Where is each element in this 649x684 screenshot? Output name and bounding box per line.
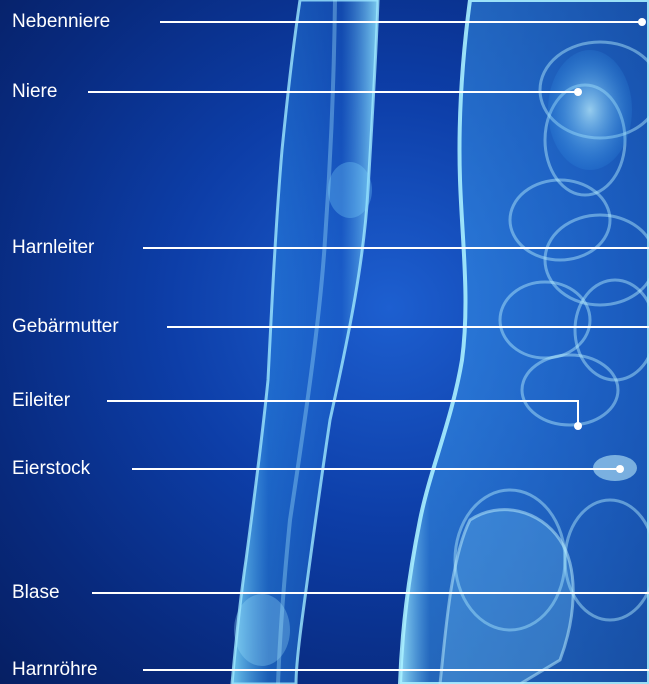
label-harnroehre: Harnröhre [12,659,98,681]
label-niere: Niere [12,81,57,103]
label-eierstock: Eierstock [12,458,90,480]
dot-niere [574,88,582,96]
arm-shape [232,0,378,684]
label-harnleiter: Harnleiter [12,237,94,259]
dot-eileiter [574,422,582,430]
label-nebenniere: Nebenniere [12,11,110,33]
label-eileiter: Eileiter [12,390,70,412]
dot-eierstock [616,465,624,473]
wrist-joint [234,594,290,666]
dot-nebenniere [638,18,646,26]
label-gebaermutter: Gebärmutter [12,316,119,338]
kidney-shape [548,50,632,170]
label-blase: Blase [12,582,60,604]
elbow-joint [328,162,372,218]
